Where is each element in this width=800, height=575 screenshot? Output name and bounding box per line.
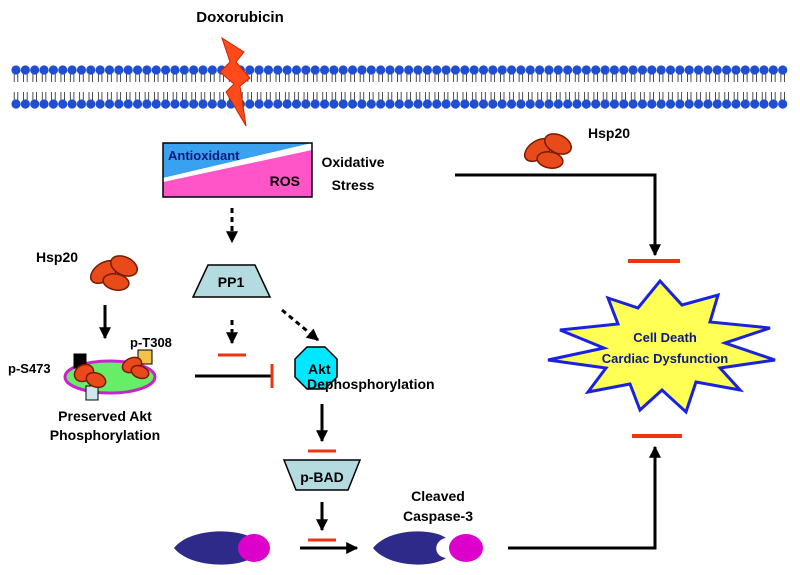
antioxidant-label: Antioxidant: [168, 148, 240, 163]
caspase-to-death-arrow: [508, 445, 661, 550]
hsp20-left-icon: [89, 255, 138, 291]
oxidative-stress-label-line1: Oxidative: [321, 154, 384, 170]
hsp20-right-label: Hsp20: [588, 125, 630, 141]
antioxidant-ros-balance: Antioxidant ROS: [162, 142, 313, 198]
cell-death-starburst: [547, 278, 776, 415]
dephosphorylation-label: Dephosphorylation: [307, 376, 435, 392]
pbad-node: [282, 459, 362, 491]
preserved-akt-label-line1: Preserved Akt: [58, 408, 152, 424]
hsp20-left-label: Hsp20: [36, 249, 78, 265]
akt-label: Akt: [308, 361, 331, 377]
akt-node: [294, 346, 338, 390]
cell-death-label: Cell Death: [633, 330, 697, 345]
cleaved-label-line1: Cleaved: [411, 488, 465, 504]
preserved-akt-label-line2: Phosphorylation: [50, 427, 160, 443]
pp1-node: [191, 264, 272, 298]
cell-membrane: [11, 65, 788, 109]
ros-label: ROS: [270, 173, 300, 189]
p-t308-label: p-T308: [130, 335, 172, 350]
doxorubicin-label: Doxorubicin: [196, 9, 284, 26]
oxidative-stress-label-line2: Stress: [332, 177, 375, 193]
akt-complex-icon: [63, 349, 157, 401]
hsp20-inhibit-line: [455, 173, 661, 257]
cleaved-label-line2: Caspase-3: [403, 508, 473, 524]
pbad-label: p-BAD: [300, 469, 344, 485]
cardiac-dysfunction-label: Cardiac Dysfunction: [602, 351, 728, 366]
pp1-label: PP1: [218, 274, 245, 290]
hsp20-right-icon: [523, 133, 572, 169]
lightning-bolt-icon: [219, 36, 251, 127]
p-s473-label: p-S473: [8, 361, 51, 376]
pp1-to-akt-arrow: [281, 308, 319, 342]
procaspase-icon: [174, 531, 270, 565]
cleaved-caspase-icon: [373, 531, 483, 565]
